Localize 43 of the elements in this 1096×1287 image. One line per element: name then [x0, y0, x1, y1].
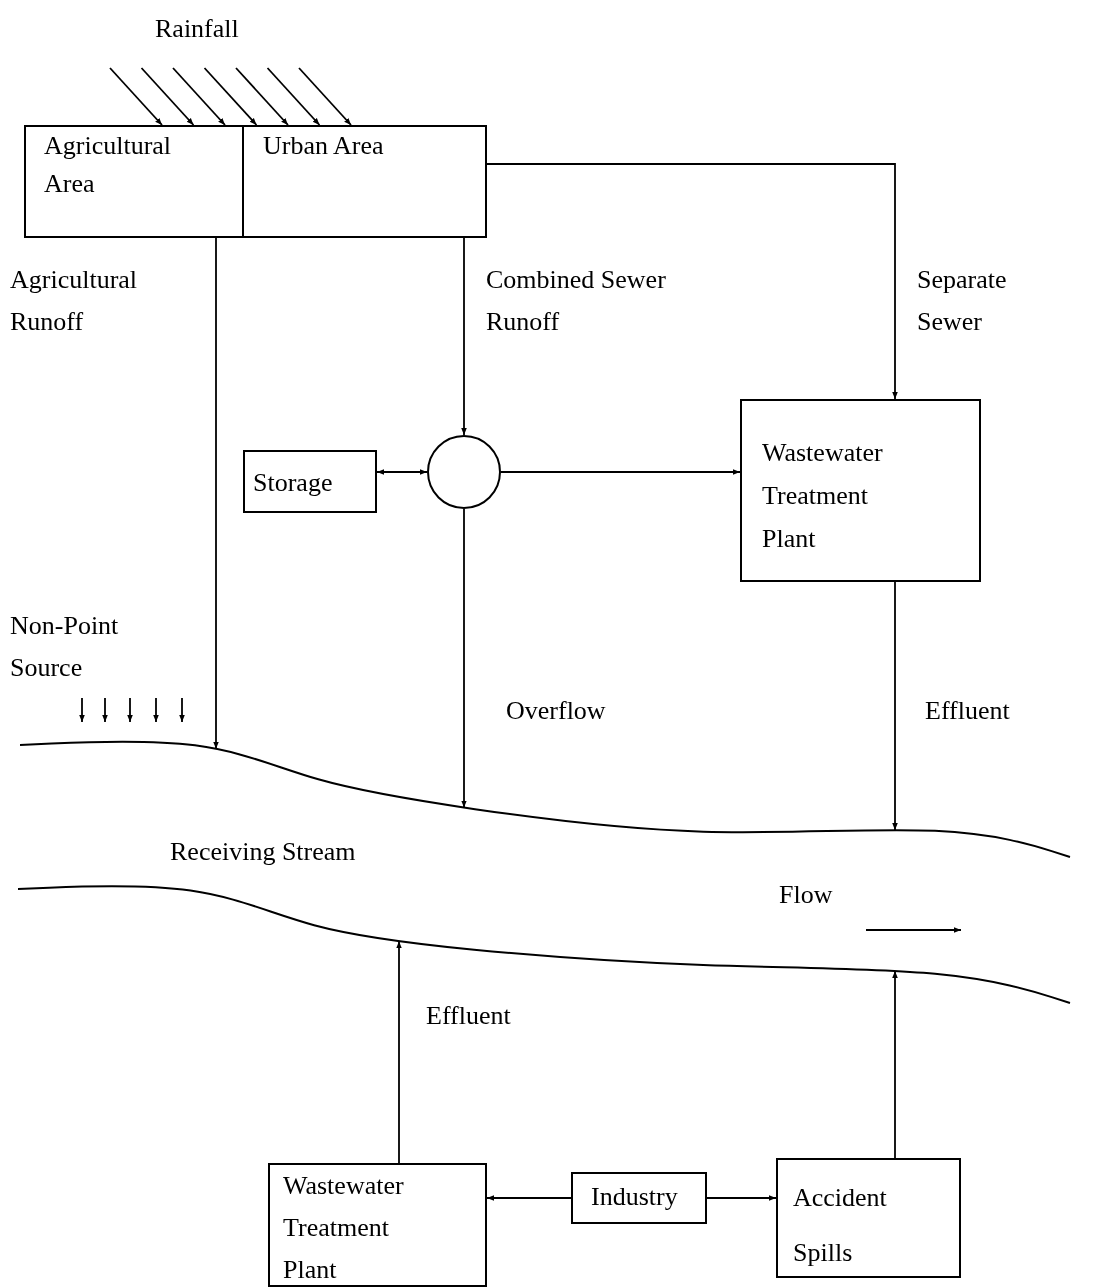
- node-label: Urban Area: [263, 130, 385, 162]
- treatment-plant-box: [740, 399, 981, 582]
- arrow: [213, 237, 219, 750]
- edge-label: Effluent: [925, 695, 1011, 727]
- spills-box: [776, 1158, 961, 1278]
- junction-circle: [427, 435, 501, 509]
- stream-label: Receiving Stream: [170, 836, 357, 868]
- arrow: [486, 163, 898, 400]
- edge-label: Combined Sewer Runoff: [486, 264, 667, 338]
- arrow: [396, 940, 402, 1164]
- arrow: [706, 1195, 777, 1201]
- arrow: [892, 581, 898, 831]
- industry-box: [571, 1172, 707, 1224]
- edge-label: Separate Sewer: [917, 264, 1008, 338]
- arrow: [376, 469, 428, 475]
- arrow: [461, 508, 467, 809]
- area-box: [24, 125, 244, 238]
- node-label: Storage: [253, 467, 334, 499]
- area-box: [242, 125, 487, 238]
- treatment-plant-box: [268, 1163, 487, 1287]
- arrow: [235, 67, 289, 126]
- arrow: [892, 970, 898, 1159]
- text-label: Non-Point Source: [10, 610, 120, 684]
- arrow: [203, 67, 258, 126]
- arrow: [486, 1195, 572, 1201]
- arrow: [298, 67, 352, 126]
- arrow: [140, 67, 195, 126]
- arrow: [500, 469, 741, 475]
- arrow: [172, 67, 226, 126]
- text-label: Rainfall: [155, 13, 240, 45]
- storage-box: [243, 450, 377, 513]
- text-label: Flow: [779, 879, 834, 911]
- arrow: [266, 67, 321, 126]
- edge-label: Effluent: [426, 1000, 512, 1032]
- node-label: Wastewater Treatment Plant: [762, 437, 884, 555]
- edge-label: Overflow: [506, 695, 607, 727]
- node-label: Wastewater Treatment Plant: [283, 1170, 405, 1286]
- node-label: Agricultural Area: [44, 130, 173, 200]
- arrow: [461, 237, 467, 436]
- node-label: Accident Spills: [793, 1182, 888, 1269]
- node-label: Industry: [591, 1181, 679, 1213]
- edge-label: Agricultural Runoff: [10, 264, 139, 338]
- arrow: [109, 67, 163, 126]
